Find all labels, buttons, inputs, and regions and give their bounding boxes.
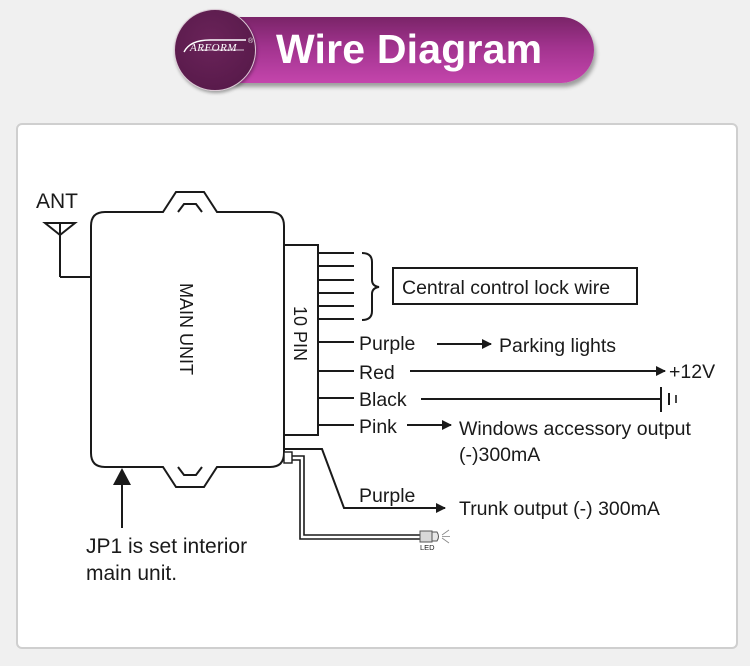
registered-mark: ® <box>248 38 254 45</box>
wire-trunk-purple <box>284 448 446 513</box>
wire-label-purple: Purple <box>359 333 415 355</box>
main-unit-label: MAIN UNIT <box>176 283 196 375</box>
top-tab <box>177 203 203 213</box>
led-connector <box>283 451 293 464</box>
banner-title: Wire Diagram <box>276 26 543 72</box>
main-unit-body <box>90 191 285 488</box>
antenna-icon <box>42 222 91 278</box>
10-pin-connector <box>283 244 319 436</box>
lock-wire-label-box <box>392 267 638 305</box>
jp1-arrowhead-icon <box>113 468 131 485</box>
led-label: LED <box>420 543 435 552</box>
ground-icon <box>660 387 677 412</box>
connector-label: 10 PIN <box>290 306 310 361</box>
wire-label-black: Black <box>359 389 407 411</box>
led-icon <box>419 529 450 544</box>
lock-wire-box-label: Central control lock wire <box>402 277 610 299</box>
wire-label-pink: Pink <box>359 416 397 438</box>
logo-text: ARFORM <box>190 42 237 54</box>
windows-output-current: (-)300mA <box>459 444 540 466</box>
diagram-card <box>16 123 738 649</box>
jp1-note-line2: main unit. <box>86 562 177 585</box>
bottom-tab <box>177 466 203 476</box>
banner: Wire Diagram ARFORM ® <box>0 0 750 100</box>
antenna-label: ANT <box>36 190 78 213</box>
lock-wires <box>318 252 354 320</box>
plus-12v-label: +12V <box>669 361 715 383</box>
parking-lights-label: Parking lights <box>499 335 616 357</box>
trunk-output-label: Trunk output (-) 300mA <box>459 498 660 520</box>
led-wire <box>292 455 420 540</box>
brace-icon <box>361 252 380 321</box>
trunk-wire-label: Purple <box>359 485 415 507</box>
wire-label-red: Red <box>359 362 395 384</box>
jp1-note-line1: JP1 is set interior <box>86 535 247 558</box>
banner-pill <box>232 17 594 83</box>
logo-swoosh-icon <box>183 39 246 53</box>
windows-output-label: Windows accessory output <box>459 418 692 440</box>
